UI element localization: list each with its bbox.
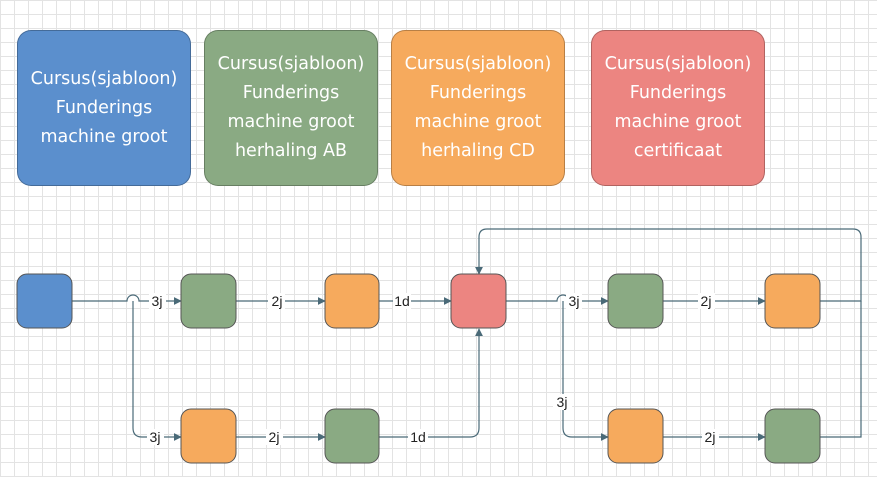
legend-line: Cursus(sjabloon) [604,54,752,74]
node-green-right-bottom[interactable] [764,408,821,464]
edge-label: 3j [553,394,572,410]
edge-green2-red [379,328,483,438]
node-green-top[interactable] [180,273,237,329]
legend-line: Funderings [629,83,727,103]
legend-line: certificaat [633,141,723,161]
node-green-bottom[interactable] [324,408,380,464]
legend-line: Cursus(sjabloon) [30,68,178,89]
legend-line: machine groot [40,126,168,147]
legend-line: machine groot [414,112,542,132]
legend-line: machine groot [614,112,742,132]
edge-label-text: 3j [152,293,163,309]
node-orange-right-bottom[interactable] [607,408,664,464]
legend-text: Cursus(sjabloon) Funderings machine groo… [31,65,178,152]
edge-label-text: 1d [410,429,426,445]
edge-label-text: 1d [394,293,410,309]
edge-loop-top [475,228,862,302]
edge-label: 2j [702,429,719,445]
edge-label-text: 3j [569,293,580,309]
edge-label-text: 3j [150,429,161,445]
edge-label: 3j [149,293,166,309]
edge-red-green3 [506,294,609,305]
legend-line: Cursus(sjabloon) [404,54,552,74]
edge-label: 1d [393,293,411,309]
node-orange-top[interactable] [324,273,380,329]
edge-start-split [72,294,182,305]
edge-label: 2j [698,293,715,309]
nodes [16,273,821,464]
legend-box-certificaat: Cursus(sjabloon) Funderings machine groo… [591,30,765,186]
edge-red-split-bottom [562,301,609,441]
legend-text: Cursus(sjabloon) Funderings machine groo… [218,50,365,166]
node-orange-bottom[interactable] [180,408,237,464]
legend-line: Funderings [242,83,340,103]
edge-label: 2j [268,293,285,309]
edge-label-text: 3j [557,394,568,410]
edge-split-bottom [132,301,182,441]
node-red-certificaat[interactable] [450,273,507,329]
legend-line: herhaling CD [421,141,535,161]
legend-text: Cursus(sjabloon) Funderings machine groo… [605,50,752,166]
edge-label-text: 2j [269,429,280,445]
edges [72,228,862,441]
edge-label: 1d [408,429,428,445]
edge-labels: 3j 2j 1d 3j 2j 1d 3j 2j 3j 2j [147,293,719,445]
edge-label-text: 2j [701,293,712,309]
edge-label-text: 2j [272,293,283,309]
legend-line: Cursus(sjabloon) [217,54,365,74]
legend-box-basis: Cursus(sjabloon) Funderings machine groo… [17,30,191,186]
edge-label: 2j [266,429,283,445]
legend-line: Funderings [429,83,527,103]
node-green-right-top[interactable] [607,273,664,329]
edge-label: 3j [147,429,164,445]
legend-text: Cursus(sjabloon) Funderings machine groo… [405,50,552,166]
legend-line: Funderings [55,97,153,118]
node-orange-right-top[interactable] [764,273,821,329]
legend-line: machine groot [227,112,355,132]
legend-box-herhaling-ab: Cursus(sjabloon) Funderings machine groo… [204,30,378,186]
edge-label: 3j [566,293,582,309]
edge-loop-bottom [820,301,862,438]
node-start[interactable] [16,273,73,329]
edge-label-text: 2j [705,429,716,445]
legend-box-herhaling-cd: Cursus(sjabloon) Funderings machine groo… [391,30,565,186]
legend-line: herhaling AB [234,141,347,161]
